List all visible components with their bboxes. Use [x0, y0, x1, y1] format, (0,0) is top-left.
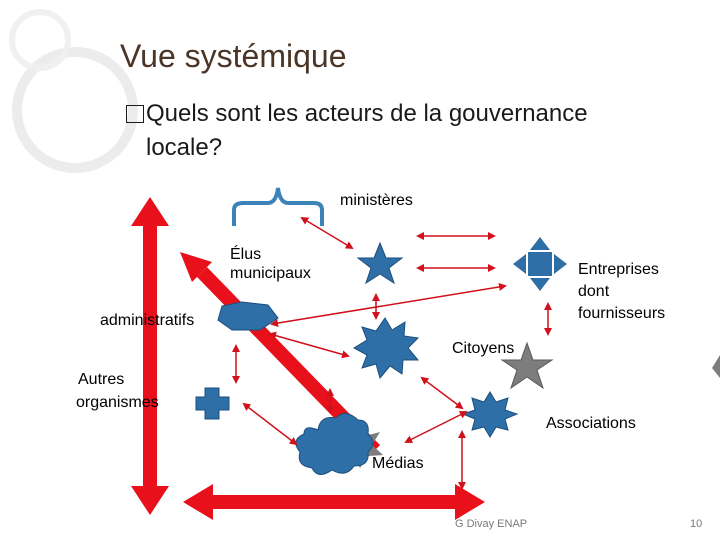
decor-ring-large: [12, 47, 138, 173]
bullet-question-line2: locale?: [146, 134, 223, 161]
edge-gray-star-icon: [712, 355, 720, 378]
vertical-big-arrow-head-top: [131, 197, 169, 226]
label-administratifs: administratifs: [100, 312, 195, 329]
entreprises-cross-icon: [513, 237, 567, 291]
associations-sun-icon: [461, 391, 519, 438]
label-entreprises-line1: Entreprises: [578, 261, 659, 278]
bullet-question-line1: Quels sont les acteurs de la gouvernance: [126, 100, 588, 128]
slide-number: 10: [690, 518, 703, 530]
label-autres-line1: Autres: [78, 371, 125, 388]
connector-autres-medias: [242, 402, 298, 446]
label-elus-line1: Élus: [230, 246, 262, 263]
label-elus-line2: municipaux: [230, 265, 311, 282]
label-ministeres: ministères: [340, 192, 413, 209]
administratifs-shape-icon: [217, 301, 279, 331]
autres-organismes-plus-icon: [195, 387, 230, 420]
ministeres-bracket: [232, 187, 324, 226]
vertical-big-arrow-head-bottom: [131, 486, 169, 515]
axis-arrows: [131, 197, 485, 520]
actor-shapes: [195, 237, 720, 475]
horizontal-big-arrow-head-left: [183, 484, 213, 520]
citoyens-burst-icon: [352, 317, 420, 380]
gray-star-icon: [500, 341, 554, 390]
label-autres-line2: organismes: [76, 394, 159, 411]
label-associations: Associations: [546, 415, 636, 432]
connector-admin-entreprises: [270, 283, 507, 327]
connector-citoyens-associations: [420, 376, 464, 410]
connector-ministeres-elus: [300, 216, 354, 250]
slide-title: Vue systémique: [120, 38, 347, 74]
elus-star-icon: [356, 241, 404, 285]
decor-ring-small: [9, 9, 71, 71]
label-citoyens: Citoyens: [452, 340, 515, 357]
bullet-square-icon: [126, 105, 144, 123]
relation-arrows: [232, 216, 552, 490]
label-medias: Médias: [372, 455, 424, 472]
footer-author: G Divay ENAP: [455, 518, 528, 530]
connector-associations-medias: [404, 411, 468, 443]
bullet-question-text: Quels sont les acteurs de la gouvernance: [146, 100, 588, 127]
medias-cloud-icon: [295, 413, 374, 475]
connector-admin-citoyens: [268, 331, 350, 359]
label-entreprises-line3: fournisseurs: [578, 305, 666, 322]
horizontal-big-arrow-head-right: [455, 484, 485, 520]
label-entreprises-line2: dont: [578, 283, 610, 300]
diagonal-big-arrow-head: [180, 252, 212, 282]
